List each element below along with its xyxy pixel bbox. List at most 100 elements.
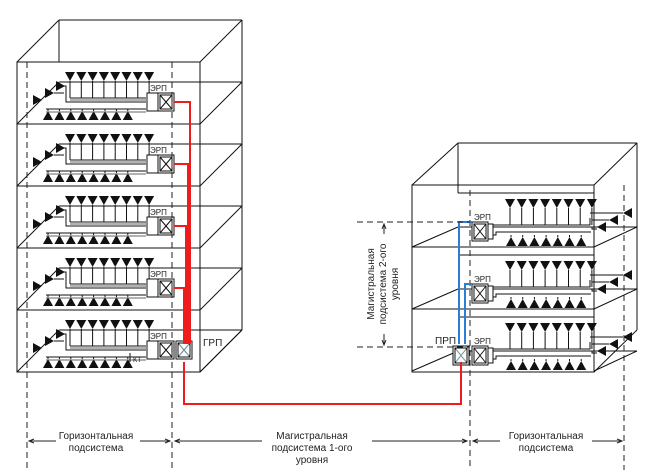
backbone1-label-2: подсистема 1-ого	[272, 443, 353, 454]
outlet-bottom	[122, 297, 133, 306]
outlet-bottom	[122, 173, 133, 182]
outlet-top	[65, 72, 75, 81]
erp-cabinet-cross-b	[159, 156, 173, 172]
erp-cabinet-inner	[473, 347, 487, 364]
outlet-top	[110, 134, 121, 143]
outlet-bottom	[100, 359, 110, 368]
outlet-bottom	[506, 237, 516, 246]
backbone-cable-level1	[183, 362, 462, 405]
outlet-bottom	[564, 299, 575, 308]
outlet-top	[76, 72, 87, 81]
outlet-top	[528, 261, 539, 270]
erp-cabinet-cross-b	[159, 280, 173, 296]
floor-plane-right	[199, 143, 243, 187]
outlet-top	[76, 258, 87, 267]
grp-fill	[179, 344, 189, 356]
outlet-side	[45, 274, 54, 284]
horizontal-bus-top	[490, 280, 591, 288]
erp-cabinet	[157, 340, 175, 360]
outlet-side	[45, 150, 54, 160]
outlet-bottom	[88, 173, 99, 182]
outlet-side	[56, 205, 65, 215]
side-feed-3	[591, 351, 597, 354]
outlet-top	[563, 261, 574, 270]
horizontal-bus-bottom	[490, 355, 591, 360]
outlet-top	[87, 72, 98, 81]
outlet-top	[586, 261, 597, 270]
outlet-bottom	[517, 237, 528, 246]
outlet-top	[144, 196, 155, 205]
horizontal-left-label-2: подсистема	[69, 443, 124, 454]
dim-arrow	[381, 339, 387, 347]
outlet-top	[65, 134, 75, 143]
erp-label: ЭРП	[150, 146, 167, 155]
outlet-top	[132, 320, 143, 329]
backbone2-label-3: уровня	[390, 268, 401, 300]
outlet-side	[623, 332, 632, 342]
erp-cabinet-cross-b	[473, 347, 487, 364]
floor-plane-right	[593, 288, 638, 310]
backbone-cable-level2	[464, 283, 472, 344]
outlet-bottom	[564, 237, 575, 246]
dim-arrow	[164, 438, 172, 444]
outlet-top	[586, 323, 597, 332]
outlet-top	[144, 320, 155, 329]
outlet-top	[505, 261, 515, 270]
outlet-top	[65, 196, 75, 205]
side-feed-1	[64, 333, 146, 351]
outlet-bottom	[100, 297, 110, 306]
outlet-bottom	[529, 361, 540, 370]
outlet-bottom	[65, 173, 76, 182]
outlet-bottom	[541, 361, 552, 370]
outlet-bottom	[111, 359, 122, 368]
floor-plane-right	[593, 350, 638, 372]
outlet-side	[45, 212, 54, 222]
outlet-top	[98, 196, 109, 205]
outlet-side	[597, 284, 606, 294]
outlet-bottom	[122, 111, 133, 120]
erp-cabinet-cross-b	[473, 223, 487, 240]
dimension-lines	[27, 221, 624, 444]
outlet-top	[132, 72, 143, 81]
outlet-bottom	[54, 235, 65, 244]
outlet-top	[528, 323, 539, 332]
erp-cabinet-cross-b	[159, 218, 173, 234]
outlet-top	[132, 196, 143, 205]
floor-plane-right	[199, 267, 243, 311]
outlet-bottom	[77, 173, 88, 182]
outlet-bottom	[111, 297, 122, 306]
top-right-edge	[199, 19, 243, 63]
outlet-bottom	[506, 299, 516, 308]
erp-cabinet-inner	[159, 342, 173, 358]
outlet-side	[609, 277, 618, 287]
outlet-top	[76, 320, 87, 329]
outlet-bottom	[43, 235, 53, 244]
outlet-bottom	[88, 297, 99, 306]
floor-plane-left	[411, 288, 459, 310]
riser-cable-level1	[174, 101, 191, 344]
outlet-side	[45, 88, 54, 98]
outlet-bottom	[111, 173, 122, 182]
outlet-bottom	[65, 111, 76, 120]
dim-arrow	[471, 438, 479, 444]
outlet-bottom	[54, 111, 65, 120]
outlet-bottom	[77, 235, 88, 244]
erp-collector	[487, 285, 494, 302]
riser-cable-level1	[174, 287, 185, 344]
outlet-bottom	[88, 359, 99, 368]
outlet-top	[121, 258, 132, 267]
outlet-top	[551, 323, 562, 332]
erp-label: ЭРП	[474, 337, 491, 346]
dim-arrow	[27, 438, 35, 444]
outlet-bottom	[65, 359, 76, 368]
outlet-top	[144, 72, 155, 81]
outlet-bottom	[54, 359, 65, 368]
outlet-side	[45, 336, 54, 346]
outlet-top	[540, 261, 551, 270]
outlet-bottom	[88, 235, 99, 244]
outlet-top	[65, 258, 75, 267]
side-feed-3	[591, 289, 597, 292]
